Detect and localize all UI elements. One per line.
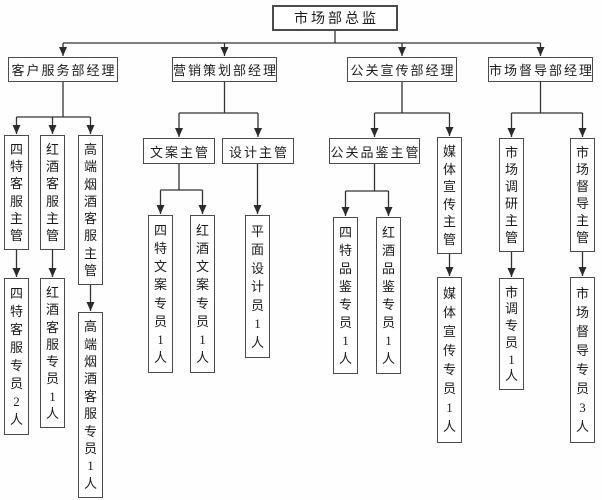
node-manager-pr-publicity: 公关宣传部经理 bbox=[347, 57, 457, 82]
node-supervisor-copywriting: 文案主管 bbox=[143, 138, 215, 164]
node-supervisor-design: 设计主管 bbox=[222, 138, 294, 164]
node-director: 市场部总监 bbox=[272, 5, 398, 31]
node-supervisor-market-research: 市场调研主管 bbox=[499, 138, 524, 252]
node-supervisor-wine-cs: 红酒客服主管 bbox=[40, 135, 65, 250]
node-supervisor-pr-tasting: 公关品鉴主管 bbox=[329, 138, 420, 164]
node-manager-marketing-planning: 营销策划部经理 bbox=[172, 57, 277, 82]
node-supervisor-premium-tobacco-wine-cs: 高端烟酒客服主管 bbox=[78, 135, 103, 285]
node-manager-market-supervision: 市场督导部经理 bbox=[488, 57, 593, 82]
node-supervisor-site-cs: 四特客服主管 bbox=[4, 135, 29, 250]
node-supervisor-media-publicity: 媒体宣传主管 bbox=[437, 137, 462, 254]
node-manager-customer-service: 客户服务部经理 bbox=[8, 57, 118, 82]
node-supervisor-market-steering: 市场督导主管 bbox=[570, 138, 595, 252]
